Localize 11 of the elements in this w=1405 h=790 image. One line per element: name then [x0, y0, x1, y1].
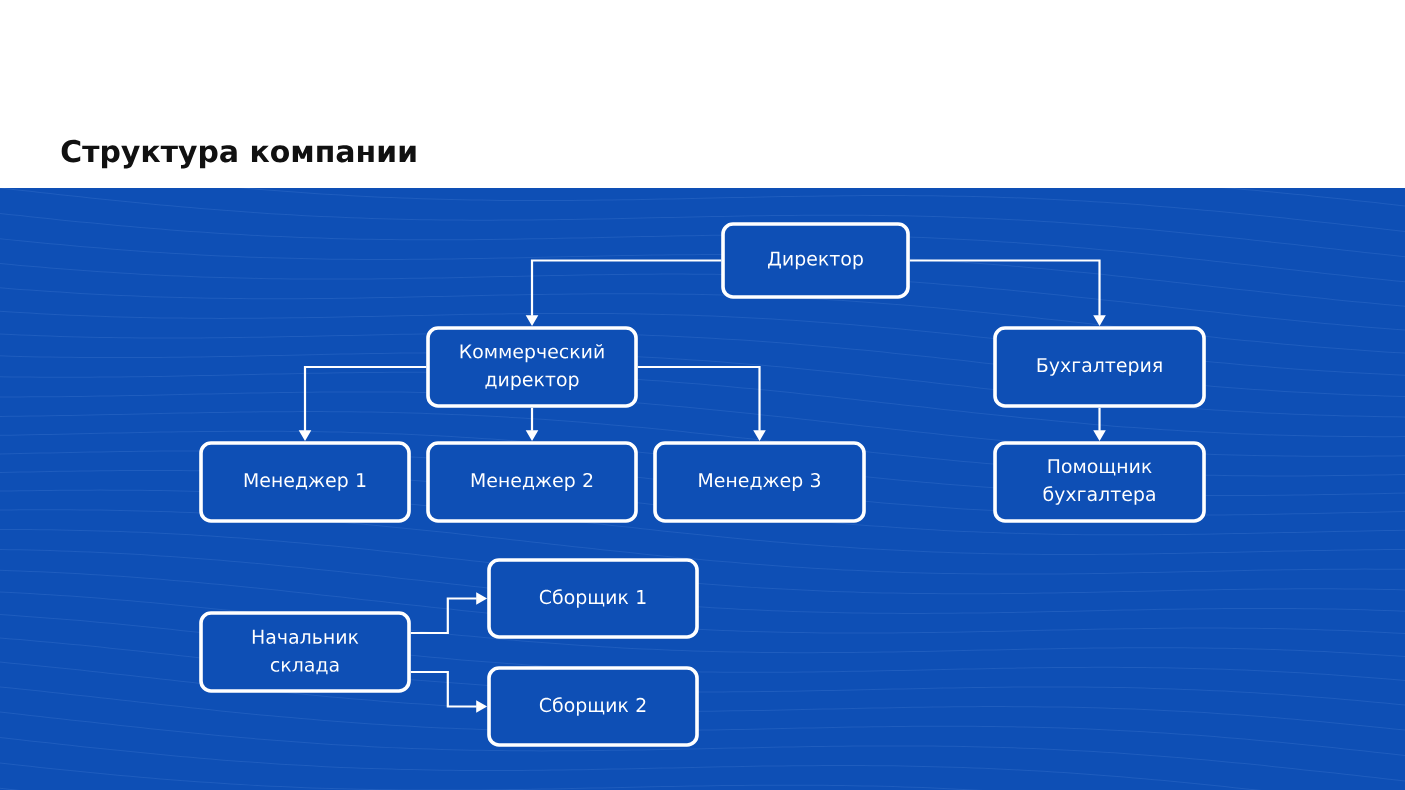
org-box: Менеджер 3: [653, 441, 866, 523]
org-box: Коммерческий директор: [426, 326, 638, 408]
org-box: Директор: [721, 222, 910, 299]
org-box: Сборщик 1: [487, 558, 699, 639]
title: Структура компании: [61, 139, 416, 169]
org-box: Менеджер 1: [199, 441, 411, 523]
org-box: Помощник бухгалтера: [993, 441, 1206, 523]
org-box: Сборщик 2: [487, 666, 699, 747]
org-box: Менеджер 2: [426, 441, 638, 523]
org-box: Начальник склада: [199, 611, 411, 693]
org-box: Бухгалтерия: [993, 326, 1206, 408]
